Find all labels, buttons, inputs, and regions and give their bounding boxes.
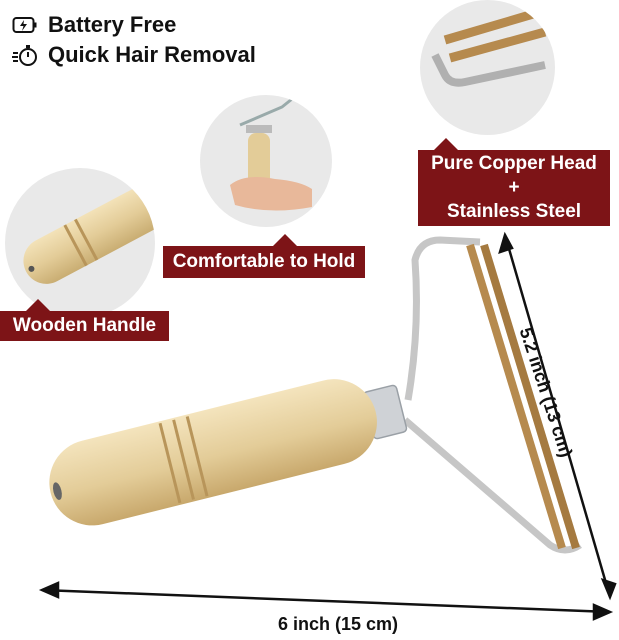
plus-sign: + [508,177,520,199]
copper-coils [466,243,580,550]
comfortable-hold-label: Comfortable to Hold [163,234,365,278]
feature-text: Battery Free [48,12,177,37]
copper-head-closeup [431,7,547,87]
copper-head-text: Pure Copper Head [431,153,597,175]
hand-holding-closeup [230,97,312,211]
wooden-handle-text: Wooden Handle [12,315,157,337]
wooden-handle-label: Wooden Handle [0,299,169,341]
battery-bolt-icon [12,17,37,33]
copper-head-label: Pure Copper Head + Stainless Steel [418,138,610,226]
stainless-steel-text: Stainless Steel [446,200,582,222]
width-dimension-arrow [38,581,614,621]
wooden-handle-closeup [23,179,155,284]
stopwatch-icon [12,45,37,66]
comfortable-hold-detail-photo [200,95,332,227]
feature-quick-hair-removal: Quick Hair Removal [12,42,256,68]
wooden-handle [49,379,377,526]
wooden-handle-detail-photo [5,168,155,318]
width-dimension-label: 6 inch (15 cm) [278,614,399,634]
steel-frame-upper [404,236,481,401]
comfortable-hold-text: Comfortable to Hold [172,251,356,273]
height-dimension-arrow [498,231,617,601]
feature-battery-free: Battery Free [12,12,176,38]
copper-head-detail-photo [420,0,555,135]
feature-text: Quick Hair Removal [48,42,256,67]
